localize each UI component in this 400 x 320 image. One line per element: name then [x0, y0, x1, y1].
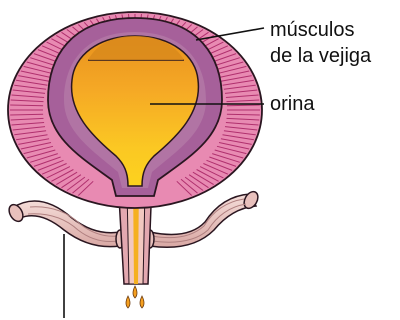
muscles-label-line2: de la vejiga	[270, 44, 371, 68]
muscles-label-line1: músculos	[270, 18, 354, 42]
urine-label: orina	[270, 92, 314, 116]
urine-drops	[126, 286, 144, 308]
left-ureter	[6, 201, 124, 248]
